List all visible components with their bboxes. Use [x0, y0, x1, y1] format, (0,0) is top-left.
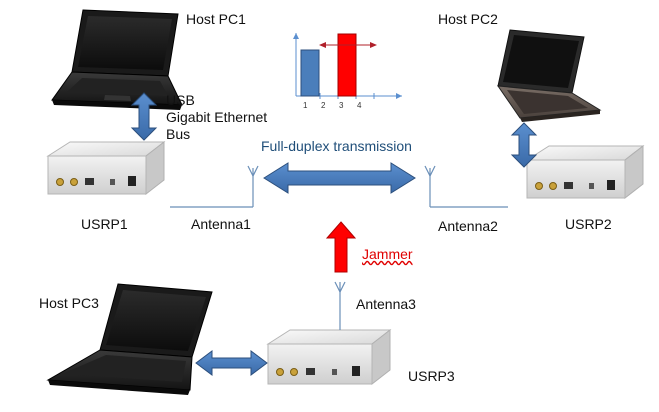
- host-pc2-label: Host PC2: [438, 11, 498, 27]
- usb-link-arrow-3: [195, 350, 268, 376]
- antenna3-icon: [334, 281, 346, 330]
- jammer-arrow: [325, 221, 357, 273]
- host-pc1-label: Host PC1: [186, 11, 246, 27]
- host-pc1-laptop-icon: [51, 9, 183, 110]
- spectrum-tick-4: 4: [357, 101, 362, 110]
- host-pc2-laptop-icon: [496, 29, 602, 122]
- spectrum-tick-2: 2: [321, 101, 326, 110]
- usb-link-arrow-2: [510, 122, 538, 168]
- spectrum-tick-1: 1: [303, 101, 308, 110]
- antenna3-label: Antenna3: [356, 296, 416, 312]
- host-pc3-laptop-icon: [46, 283, 213, 395]
- jammer-bar: [337, 33, 357, 97]
- host-pc3-label: Host PC3: [39, 295, 99, 311]
- usb-bus-label: USB Gigabit Ethernet Bus: [166, 92, 268, 142]
- usb-link-arrow-1: [130, 92, 158, 141]
- spectrum-tick-3: 3: [339, 101, 344, 110]
- signal-bar: [300, 49, 320, 97]
- antenna1-icon: [170, 165, 259, 208]
- usrp1-label: USRP1: [81, 216, 128, 232]
- jammer-label: Jammer: [362, 246, 413, 262]
- usrp2-device-icon: [525, 144, 645, 200]
- usrp3-label: USRP3: [408, 368, 455, 384]
- spectrum-diagram: [293, 33, 402, 99]
- antenna2-label: Antenna2: [438, 218, 498, 234]
- usrp3-device-icon: [266, 328, 392, 386]
- full-duplex-arrow: [263, 162, 416, 194]
- antenna1-label: Antenna1: [191, 216, 251, 232]
- antenna2-icon: [424, 165, 508, 208]
- usrp1-device-icon: [46, 140, 166, 196]
- full-duplex-label: Full-duplex transmission: [261, 138, 412, 154]
- usrp2-label: USRP2: [565, 216, 612, 232]
